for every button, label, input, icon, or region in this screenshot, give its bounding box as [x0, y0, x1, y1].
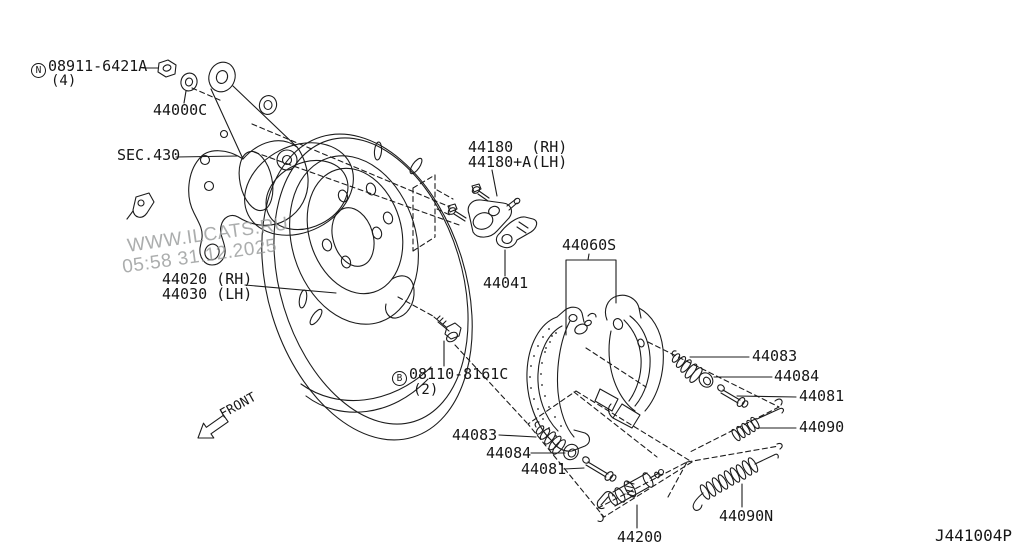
brake-shoe-left-drawing	[526, 306, 597, 452]
label-sec430: SEC.430	[117, 146, 181, 164]
label-44030: 44030 (LH)	[162, 285, 253, 303]
brake-shoe-right-drawing	[594, 294, 664, 429]
label-44081-left: 44081	[521, 460, 567, 478]
label-44084-right: 44084	[774, 367, 820, 385]
front-arrow-icon	[197, 414, 229, 439]
washer-44084-left-icon	[563, 443, 579, 461]
adjuster-44200-drawing	[596, 468, 665, 510]
label-44200: 44200	[617, 528, 663, 546]
backing-plate-drawing	[261, 133, 473, 441]
label-44084-left: 44084	[486, 444, 532, 462]
assembly-dashed-lines	[191, 87, 783, 522]
label-44041: 44041	[483, 274, 529, 292]
pin-44081-left-icon	[582, 456, 617, 482]
label-44083-left: 44083	[452, 426, 498, 444]
label-bolt-qty: (2)	[413, 382, 439, 398]
shoe-kit-bracket-lines	[565, 253, 617, 336]
spring-44083-right-icon	[671, 350, 703, 383]
label-44081-right: 44081	[799, 387, 845, 405]
strut-44041-drawing	[495, 216, 538, 249]
label-44000c: 44000C	[153, 101, 208, 119]
label-44090n: 44090N	[719, 507, 774, 525]
label-nut-qty: (4)	[51, 73, 77, 89]
pin-44081-right-icon	[717, 384, 749, 408]
nut-icon	[157, 59, 177, 78]
badge-b-icon: B	[392, 371, 407, 386]
label-44060s: 44060S	[562, 236, 617, 254]
knuckle-drawing	[126, 61, 354, 266]
label-44090: 44090	[799, 418, 845, 436]
label-44083-right: 44083	[752, 347, 798, 365]
label-44020: 44020 (RH)	[162, 270, 253, 288]
bolt-08110-icon	[433, 315, 462, 343]
badge-n-icon: N	[31, 63, 46, 78]
diagram-code: J441004P	[935, 526, 1013, 545]
washer-44000c-icon	[180, 72, 198, 92]
lever-44180-drawing	[447, 183, 521, 238]
brake-shoe-lining-dots	[529, 328, 562, 437]
label-44180-rh: 44180 (RH)	[468, 138, 568, 156]
washer-44084-right-icon	[698, 372, 714, 388]
spring-44090n-icon	[692, 453, 779, 511]
label-leader-lines	[142, 67, 797, 529]
label-44180-lh: 44180+A(LH)	[468, 153, 568, 171]
spring-44090-right-icon	[731, 407, 784, 442]
